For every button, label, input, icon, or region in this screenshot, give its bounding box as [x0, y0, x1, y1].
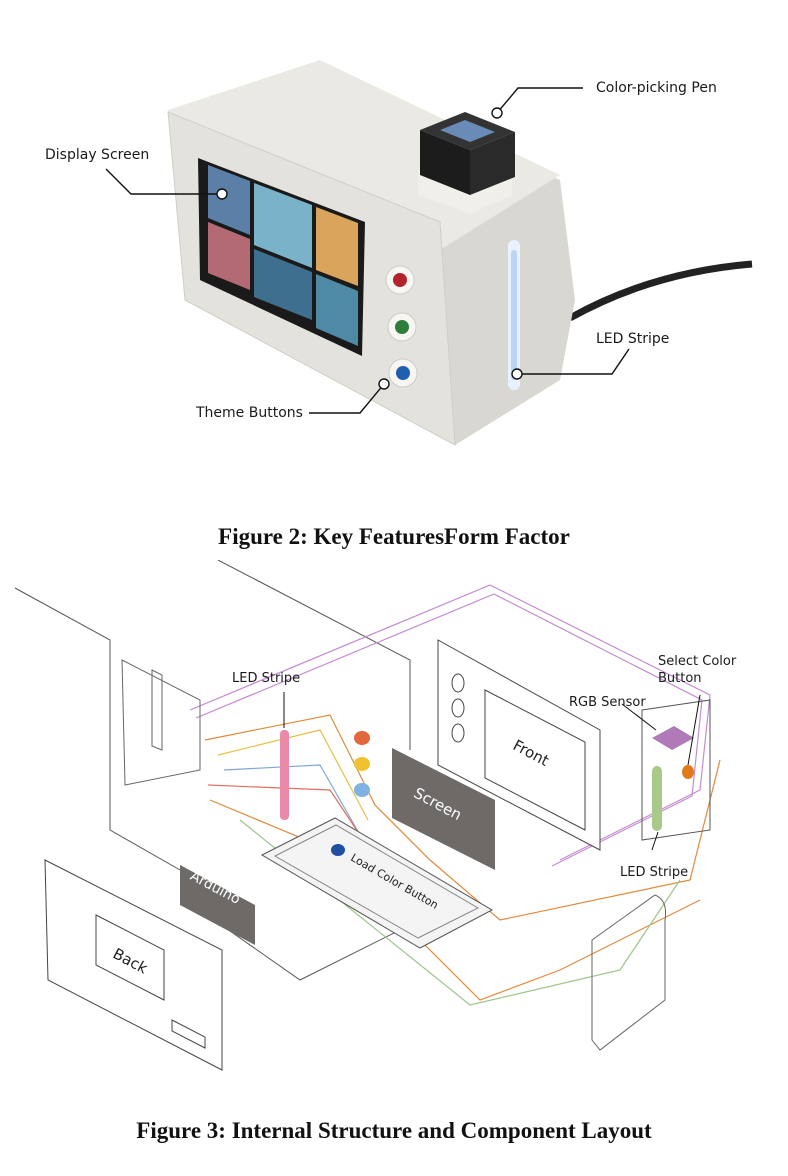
figure2-caption: Figure 2: Key FeaturesForm Factor	[218, 524, 570, 549]
led-stripe-core	[511, 250, 517, 380]
label-led-stripe-left: LED Stripe	[232, 671, 301, 686]
device-photo	[105, 60, 753, 446]
leader-led-right	[651, 831, 659, 851]
pen-tower	[641, 699, 711, 841]
leader-select-button	[687, 694, 701, 766]
exploded-diagram	[14, 560, 721, 1071]
screen-tile-6	[316, 274, 358, 346]
front-panel-hole-1	[451, 673, 465, 693]
callout-line-display	[105, 168, 222, 195]
label-color-picking-pen: Color-picking Pen	[596, 80, 717, 96]
load-color-button[interactable]	[331, 844, 345, 856]
callout-line-theme	[309, 383, 385, 414]
wire-orange-1	[204, 714, 721, 921]
wire-blue	[223, 764, 361, 836]
screen-module	[392, 748, 495, 870]
callout-line-led	[517, 348, 630, 375]
label-select-color-button-line1: Select Color	[658, 654, 737, 669]
figure3-caption: Figure 3: Internal Structure and Compone…	[136, 1118, 652, 1143]
label-display-screen: Display Screen	[45, 147, 150, 163]
usb-cable	[568, 260, 753, 322]
back-panel-window	[95, 914, 165, 1001]
screen-tile-2	[254, 183, 312, 268]
screen-tile-5	[254, 249, 312, 320]
enclosure-outline-left	[14, 587, 181, 871]
screen-tile-1	[208, 165, 250, 235]
pen-cap-front	[420, 130, 470, 195]
label-theme-buttons: Theme Buttons	[196, 405, 303, 421]
callout-dot-pen	[491, 107, 503, 119]
screen-tile-4	[208, 222, 250, 290]
breadboard-inner	[273, 824, 480, 939]
led-stripe-right	[652, 766, 662, 831]
enclosure-outline-top	[217, 560, 411, 750]
bottom-shell	[591, 894, 666, 1051]
callout-line-pen	[496, 87, 583, 114]
pen-cap-hole	[440, 120, 495, 142]
arduino-board	[180, 865, 255, 945]
back-panel-slot	[171, 1019, 206, 1049]
callout-dot-theme	[378, 378, 390, 390]
label-rgb-sensor: RGB Sensor	[569, 695, 646, 710]
label-led-stripe-right: LED Stripe	[620, 865, 689, 880]
callout-dot-display	[216, 188, 228, 200]
disc-blue	[354, 783, 370, 797]
wire-purple-2	[195, 593, 703, 867]
disc-yellow	[354, 757, 370, 771]
wire-orange-2	[209, 799, 701, 1001]
pen-cap-side	[470, 132, 515, 195]
callout-dot-led	[511, 368, 523, 380]
label-led-stripe-fig2: LED Stripe	[596, 331, 670, 347]
side-panel-left	[121, 659, 201, 786]
theme-button-red-mark	[393, 273, 407, 287]
wire-red	[207, 784, 371, 851]
theme-button-blue-mark	[396, 366, 410, 380]
front-panel-hole-2	[451, 698, 465, 718]
led-stripe-left	[280, 730, 289, 820]
side-panel-left-slot	[151, 669, 163, 751]
wire-green	[239, 819, 681, 1006]
leader-rgb-sensor	[621, 703, 657, 731]
front-panel-window	[484, 689, 586, 831]
select-color-button[interactable]	[682, 765, 694, 779]
disc-red	[354, 731, 370, 745]
wire-yellow	[217, 729, 369, 821]
rgb-sensor	[652, 726, 694, 750]
screen-tile-3	[316, 207, 358, 286]
theme-button-green-mark	[395, 320, 409, 334]
front-panel-hole-3	[451, 723, 465, 743]
label-select-color-button-line2: Button	[658, 671, 702, 686]
breadboard	[260, 817, 494, 949]
